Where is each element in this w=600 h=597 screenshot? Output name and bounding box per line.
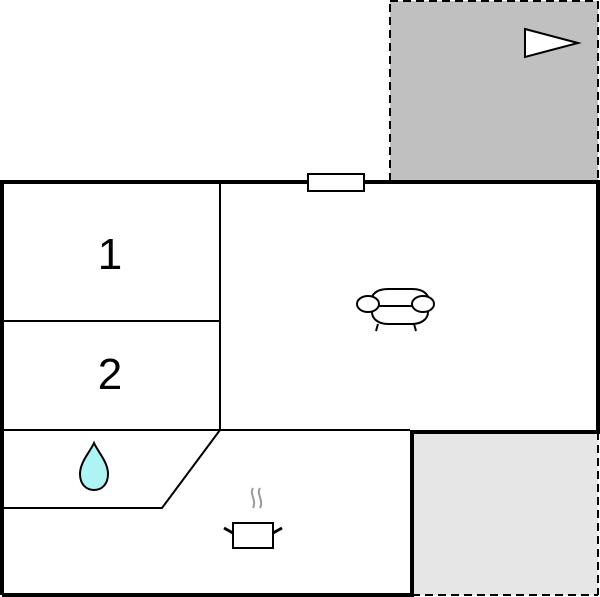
direction-arrow-icon: [524, 27, 582, 59]
window-icon: [307, 173, 365, 192]
cooking-pot-icon: [223, 487, 283, 549]
water-drop-icon: [78, 440, 110, 492]
interior-walls: [2, 183, 410, 509]
terrace-north: [389, 0, 599, 183]
sofa-icon: [356, 288, 435, 332]
terrace-southeast: [412, 432, 599, 596]
room-label-2: 2: [98, 350, 122, 399]
exterior-walls: [0, 180, 600, 597]
room-label-1: 1: [98, 230, 122, 279]
